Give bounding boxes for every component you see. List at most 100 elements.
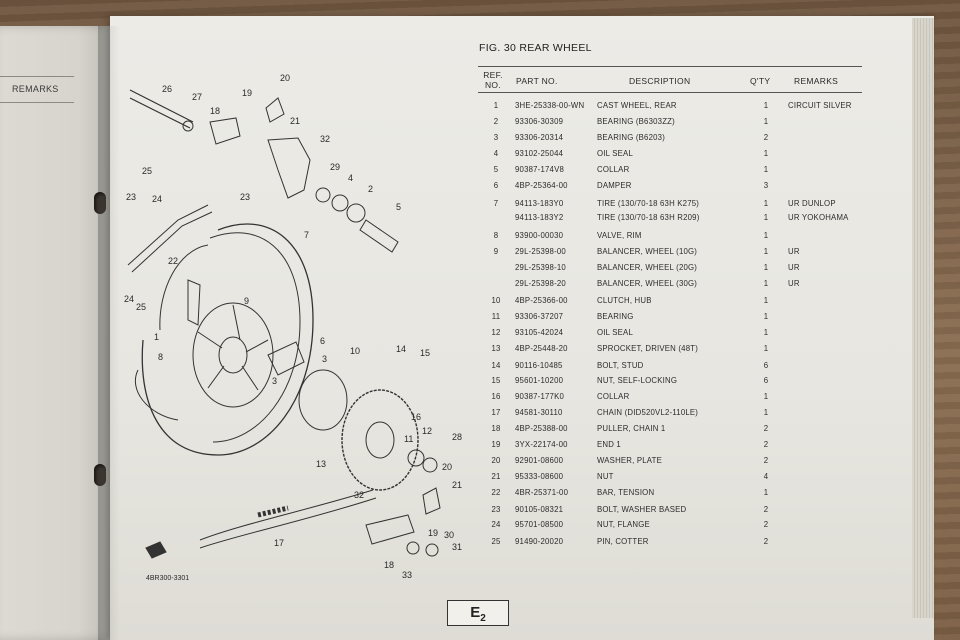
row-qty: 1 [763,213,769,222]
row-part-no: 93306-37207 [515,312,564,321]
row-description: BOLT, STUD [597,361,644,370]
row-qty: 1 [763,231,769,240]
callout-7: 7 [304,230,309,240]
row-ref: 18 [491,424,501,433]
row-ref: 7 [493,199,499,208]
tension-bar [127,204,213,273]
table-row: 24 95701-08500 NUT, FLANGE 2 [478,520,878,535]
callout-12: 12 [422,426,432,436]
callout-6: 6 [320,336,325,346]
row-part-no: 4BR-25371-00 [515,488,569,497]
page-code-number: 2 [480,613,486,624]
row-qty: 1 [763,408,769,417]
table-row: 9 29L-25398-00 BALANCER, WHEEL (10G) 1 U… [478,247,878,262]
row-description: CAST WHEEL, REAR [597,101,677,110]
row-ref: 23 [491,505,501,514]
bearing-hub [407,449,425,467]
drive-chain [199,489,377,549]
row-ref: 6 [493,181,499,190]
table-row: 29L-25398-20 BALANCER, WHEEL (30G) 1 UR [478,279,878,294]
callout-5: 5 [396,202,401,212]
row-ref: 22 [491,488,501,497]
row-part-no: 29L-25398-00 [515,247,566,256]
wheel-lower-arc [134,369,179,421]
row-part-no: 4BP-25366-00 [515,296,568,305]
row-qty: 2 [763,133,769,142]
callout-26: 26 [162,84,172,94]
diagram-code: 4BR300-3301 [146,575,189,582]
header-qty: Q'TY [750,76,771,86]
row-ref: 20 [491,456,501,465]
row-qty: 2 [763,520,769,529]
callout-24: 24 [152,194,162,204]
row-part-no: 95701-08500 [515,520,564,529]
table-row: 29L-25398-10 BALANCER, WHEEL (20G) 1 UR [478,263,878,278]
table-top-rule [478,66,862,67]
callout-22: 22 [168,256,178,266]
callout-11: 11 [404,434,413,444]
row-part-no: 4BP-25364-00 [515,181,568,190]
row-description: DAMPER [597,181,632,190]
callout-31: 31 [452,542,462,552]
chain-link-detail [257,505,289,518]
row-ref: 5 [493,165,499,174]
callout-4: 4 [348,173,353,183]
row-description: COLLAR [597,392,630,401]
table-row: 19 3YX-22174-00 END 1 2 [478,440,878,455]
page-code-letter: E [470,604,481,621]
table-row: 21 95333-08600 NUT 4 [478,472,878,487]
caliper-bracket [267,137,311,199]
row-ref: 21 [491,472,501,481]
row-remarks: UR [788,279,800,288]
left-remarks-label: REMARKS [12,84,59,94]
rim-edge [159,244,209,331]
row-description: END 1 [597,440,621,449]
row-remarks: UR [788,263,800,272]
callout-33: 33 [402,570,412,580]
row-part-no: 90387-174V8 [515,165,565,174]
row-part-no: 90105-08321 [515,505,564,514]
binder-hole [94,192,106,214]
valve-body [187,279,201,326]
driven-sprocket [341,389,419,491]
row-description: CLUTCH, HUB [597,296,652,305]
table-row: 11 93306-37207 BEARING 1 [478,312,878,327]
row-part-no: 93306-20314 [515,133,564,142]
row-description: OIL SEAL [597,328,633,337]
row-qty: 1 [763,279,769,288]
row-part-no: 4BP-25448-20 [515,344,568,353]
table-row: 25 91490-20020 PIN, COTTER 2 [478,537,878,552]
collar [359,219,399,253]
row-remarks: UR DUNLOP [788,199,836,208]
row-qty: 1 [763,165,769,174]
header-part-no: PART NO. [516,76,558,86]
row-part-no: 4BP-25388-00 [515,424,568,433]
callout-32: 32 [320,134,330,144]
row-ref: 16 [491,392,501,401]
axle-washer [182,120,194,132]
row-remarks: UR YOKOHAMA [788,213,849,222]
row-ref: 24 [491,520,501,529]
callout-21: 21 [452,480,462,490]
book-spine-shadow [98,26,120,640]
row-description: BALANCER, WHEEL (10G) [597,247,698,256]
table-row: 10 4BP-25366-00 CLUTCH, HUB 1 [478,296,878,311]
table-row: 16 90387-177K0 COLLAR 1 [478,392,878,407]
row-qty: 1 [763,101,769,110]
callout-3: 3 [272,376,277,386]
table-row: 6 4BP-25364-00 DAMPER 3 [478,181,878,196]
oil-seal [331,194,349,212]
callout-20: 20 [280,73,290,83]
row-qty: 1 [763,247,769,256]
left-page-rule [0,102,74,103]
row-qty: 2 [763,456,769,465]
row-description: NUT, FLANGE [597,520,650,529]
right-page [110,16,934,640]
table-row: 1 3HE-25338-00-WN CAST WHEEL, REAR 1 CIR… [478,101,878,116]
row-description: TIRE (130/70-18 63H K275) [597,199,700,208]
row-description: BEARING (B6203) [597,133,665,142]
row-qty: 1 [763,344,769,353]
row-qty: 2 [763,537,769,546]
row-ref: 15 [491,376,501,385]
callout-1: 1 [154,332,159,342]
